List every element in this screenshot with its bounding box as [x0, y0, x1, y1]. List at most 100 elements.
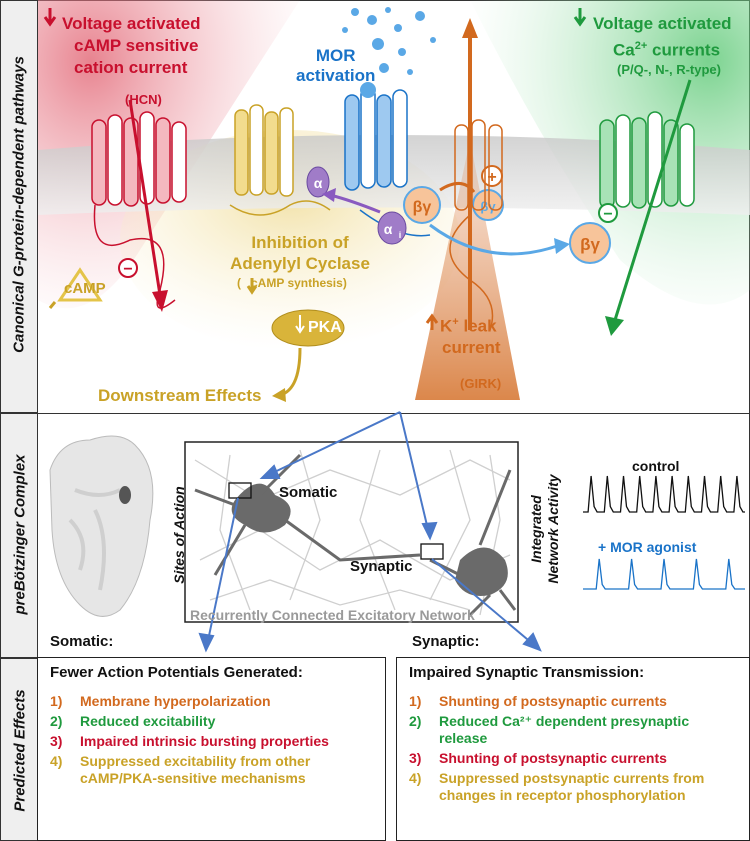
girk-label-line-2: current	[442, 337, 501, 357]
somatic-effect-item-number: 1)	[50, 693, 63, 709]
somatic-effects-title: Fewer Action Potentials Generated:	[50, 664, 303, 681]
somatic-effect-item-number: 4)	[50, 753, 63, 769]
prebotzinger-nucleus	[119, 486, 131, 504]
network-footer-label: Recurrently Connected Excitatory Network	[190, 607, 475, 623]
side-strip-middle	[0, 413, 38, 658]
calcium-title: Voltage activated Ca2+ currents	[593, 13, 732, 62]
leak-word: leak	[458, 316, 497, 336]
camp-synthesis-paren: (	[237, 276, 241, 290]
somatic-effect-item: 3) Impaired intrinsic bursting properties	[50, 733, 375, 750]
hcn-title-line-2: cAMP sensitive	[74, 36, 199, 55]
hcn-title-line-1: Voltage activated	[62, 14, 201, 33]
svg-text:i: i	[399, 230, 402, 240]
somatic-effect-item-text: Membrane hyperpolarization	[80, 693, 271, 709]
adenylyl-cyclase-label: Inhibition of Adenylyl Cyclase	[220, 232, 380, 274]
calcium-subtitle: (P/Q-, N-, R-type)	[617, 62, 721, 77]
hcn-down-arrow	[43, 8, 57, 27]
somatic-effect-item-text: Reduced excitability	[80, 713, 216, 729]
mor-receptor	[344, 87, 431, 237]
mor-label-line-1: MOR	[315, 46, 356, 65]
camp-triangle	[57, 267, 103, 302]
synaptic-heading: Synaptic:	[412, 633, 480, 650]
girk-current-cone	[415, 140, 520, 400]
control-label: control	[632, 458, 680, 474]
somatic-effect-item: 2) Reduced excitability	[50, 713, 375, 730]
ac-label-line-2: Adenylyl Cyclase	[230, 254, 370, 273]
beta-gamma-calcium	[569, 222, 611, 264]
control-trace-line	[583, 475, 745, 513]
somatic-heading: Somatic:	[50, 633, 114, 650]
girk-label: K+ leak current	[440, 312, 501, 358]
svg-text:α: α	[384, 221, 393, 237]
svg-text:α: α	[314, 175, 323, 191]
ac-label-line-1: Inhibition of	[251, 233, 349, 252]
somatic-effect-item-number: 3)	[50, 733, 63, 749]
side-strip-top	[0, 0, 38, 413]
synaptic-effects-box: Impaired Synaptic Transmission: 1) Shunti…	[396, 657, 750, 841]
synaptic-neuron	[429, 469, 517, 617]
somatic-effect-item-number: 2)	[50, 713, 63, 729]
mor-activation-label: MOR activation	[296, 46, 375, 86]
site-arrows	[198, 411, 542, 653]
downstream-effects-label: Downstream Effects	[98, 386, 262, 405]
svg-text:+: +	[487, 169, 496, 186]
synaptic-effect-item-number: 2)	[409, 713, 422, 729]
k-superscript: +	[452, 316, 459, 328]
network-box	[184, 441, 519, 623]
adenylyl-cyclase	[229, 104, 331, 216]
synaptic-effect-item-text: Suppressed postsynaptic currents from ch…	[439, 770, 705, 803]
synaptic-site-label: Synaptic	[350, 558, 413, 575]
synaptic-effect-item-text: Shunting of postsynaptic currents	[439, 750, 667, 766]
girk-channel	[449, 119, 503, 331]
calcium-currents-word: currents	[647, 40, 721, 60]
integrated-label-line-1: Integrated	[528, 495, 544, 563]
k-up-arrow	[425, 313, 439, 330]
synaptic-effect-item: 3)Shunting of postsynaptic currents	[409, 750, 739, 767]
somatic-effect-item: 1) Membrane hyperpolarization	[50, 693, 375, 710]
hcn-title-line-3: cation current	[74, 58, 188, 77]
calcium-title-line-2: Ca2+ currents	[593, 35, 732, 62]
agonist-trace-line	[583, 558, 745, 590]
svg-text:βγ: βγ	[580, 235, 600, 254]
integrated-activity-label: Integrated Network Activity	[528, 464, 562, 594]
synaptic-effect-item: 2)Reduced Ca²⁺ dependent presynaptic rel…	[409, 713, 739, 747]
agonist-label: + MOR agonist	[598, 539, 697, 555]
somatic-effects-box: Fewer Action Potentials Generated: 1) Mem…	[37, 657, 386, 841]
svg-text:−: −	[603, 206, 612, 223]
girk-subtitle: (GIRK)	[460, 376, 502, 391]
pka-node	[271, 309, 345, 347]
alpha-i-subunit	[377, 211, 407, 245]
somatic-effect-item-text: Suppressed excitability from other cAMP/…	[80, 753, 311, 786]
somatic-site-box	[228, 482, 252, 499]
camp-down-arrow	[246, 278, 258, 295]
svg-text:−: −	[123, 261, 132, 278]
hcn-current-arrow	[128, 99, 162, 296]
control-trace	[583, 475, 745, 513]
camp-synthesis-label: (cAMP synthesis)	[237, 276, 347, 290]
beta-gamma-subunit	[403, 186, 441, 224]
hcn-subtitle: (HCN)	[125, 92, 162, 107]
agonist-trace	[583, 558, 745, 590]
sites-of-action-label: Sites of Action	[171, 486, 187, 584]
somatic-effect-item-text: Impaired intrinsic bursting properties	[80, 733, 329, 749]
synaptic-effects-title: Impaired Synaptic Transmission:	[409, 664, 645, 681]
calcium-minus-circle	[598, 203, 618, 223]
synaptic-effect-item-number: 4)	[409, 770, 422, 786]
hcn-minus-circle	[118, 258, 138, 278]
integrated-label-line-2: Network Activity	[545, 474, 561, 584]
calcium-current-arrow	[613, 79, 692, 321]
k-symbol: K	[440, 316, 453, 336]
hcn-title: Voltage activated cAMP sensitive cation …	[62, 13, 201, 79]
synaptic-effect-item-text: Shunting of postsynaptic currents	[439, 693, 667, 709]
synaptic-effect-item-number: 1)	[409, 693, 422, 709]
synaptic-effect-item: 4) Suppressed postsynaptic currents from …	[409, 770, 739, 804]
pka-label: PKA	[308, 319, 342, 336]
synaptic-effects-list: 1) Shunting of postsynaptic currents 2)Red…	[409, 693, 739, 804]
beta-gamma-girk	[472, 189, 504, 221]
camp-label: cAMP	[64, 280, 106, 297]
agonist-molecules	[342, 7, 436, 98]
alpha-subunit-ac	[306, 166, 330, 198]
svg-text:βγ: βγ	[413, 199, 432, 216]
calcium-symbol: Ca	[613, 40, 635, 60]
